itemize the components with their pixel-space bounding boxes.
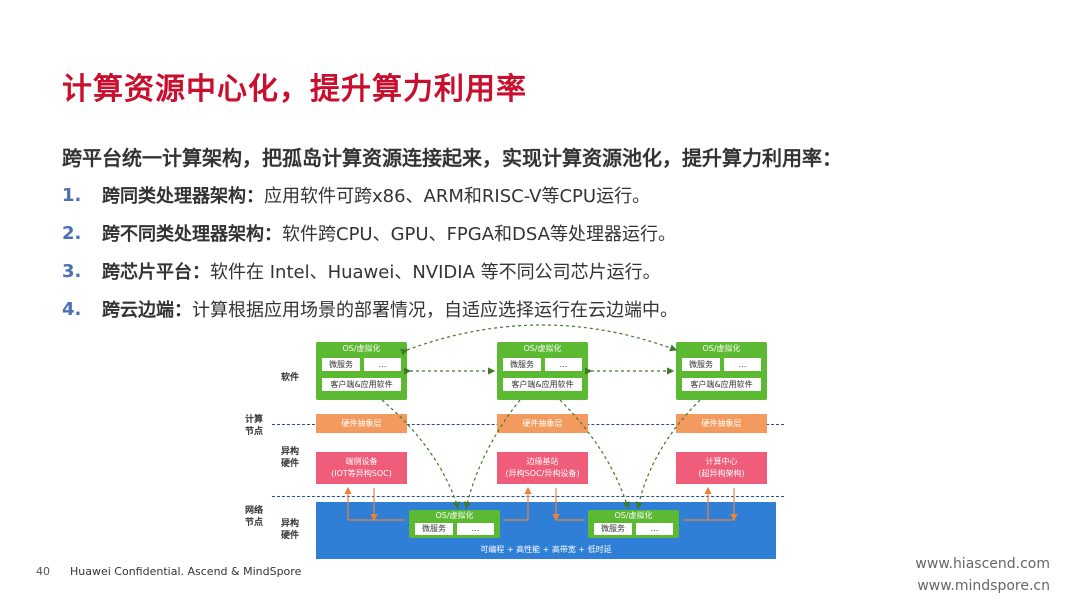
dots-cell: … (724, 358, 761, 371)
label-line: 硬件 (280, 531, 299, 541)
dots-cell: … (457, 523, 494, 535)
client-app-cell: 客户端&应用软件 (322, 378, 401, 391)
hw-node-line: 端侧设备 (345, 457, 378, 466)
client-app-cell: 客户端&应用软件 (682, 378, 761, 391)
microservice-cell: 微服务 (594, 523, 632, 535)
list-item: 3. 跨芯片平台： 软件在 Intel、Huawei、NVIDIA 等不同公司芯… (62, 252, 678, 290)
label-line: 网络 (244, 506, 263, 516)
label-line: 硬件 (280, 459, 299, 469)
hal-box-device: 硬件抽象层 (316, 414, 407, 433)
list-item: 2. 跨不同类处理器架构： 软件跨CPU、GPU、FPGA和DSA等处理器运行。 (62, 214, 678, 252)
list-item: 1. 跨同类处理器架构： 应用软件可跨x86、ARM和RISC-V等CPU运行。 (62, 176, 678, 214)
list-head: 跨同类处理器架构： (102, 186, 264, 207)
label-compute-node: 计算 节点 (240, 414, 268, 438)
footer-url-hiascend[interactable]: www.hiascend.com (915, 556, 1050, 572)
hw-node-line: 边缘基站 (526, 457, 559, 466)
dots-cell: … (636, 523, 673, 535)
label-line: 异构 (280, 447, 299, 457)
list-number: 3. (62, 260, 82, 282)
list-item: 4. 跨云边端： 计算根据应用场景的部署情况，自适应选择运行在云边端中。 (62, 290, 678, 328)
label-software: 软件 (280, 373, 299, 383)
list-body: 应用软件可跨x86、ARM和RISC-V等CPU运行。 (264, 186, 651, 207)
hw-node-line: (IOT等异构SOC) (331, 469, 392, 478)
list-number: 4. (62, 298, 82, 320)
link-edge-net-left (463, 399, 521, 510)
label-hetero-hw: 异构 硬件 (276, 446, 304, 470)
label-line: 异构 (280, 519, 299, 529)
microservice-cell: 微服务 (682, 358, 720, 371)
list-number: 1. (62, 184, 82, 206)
label-network-node: 网络 节点 (240, 505, 268, 529)
label-line: 节点 (244, 518, 263, 528)
hw-node-edge: 边缘基站 (异构SOC/异构设备) (497, 452, 588, 484)
microservice-cell: 微服务 (415, 523, 453, 535)
list-number: 2. (62, 222, 82, 244)
link-device-center (400, 324, 678, 356)
list-head: 跨芯片平台： (102, 262, 210, 283)
hw-node-line: 计算中心 (705, 457, 738, 466)
microservice-cell: 微服务 (503, 358, 541, 371)
hw-node-line: (超异构架构) (698, 469, 745, 478)
network-caption: 可编程 + 高性能 + 高带宽 + 低时延 (480, 545, 612, 554)
list-head: 跨不同类处理器架构： (102, 224, 282, 245)
page-title: 计算资源中心化，提升算力利用率 (62, 72, 527, 107)
lead-text: 跨平台统一计算架构，把孤岛计算资源连接起来，实现计算资源池化，提升算力利用率： (62, 146, 842, 170)
hw-node-device: 端侧设备 (IOT等异构SOC) (316, 452, 407, 484)
label-line: 节点 (244, 427, 263, 437)
os-label: OS/虚拟化 (342, 344, 381, 353)
network-stack-left: OS/虚拟化 微服务 … (409, 510, 500, 538)
hw-node-line: (异构SOC/异构设备) (505, 469, 580, 478)
hal-box-edge: 硬件抽象层 (497, 414, 588, 433)
software-stack-center: OS/虚拟化 微服务 … 客户端&应用软件 (676, 342, 767, 400)
software-stack-device: OS/虚拟化 微服务 … 客户端&应用软件 (316, 342, 407, 400)
list-body: 计算根据应用场景的部署情况，自适应选择运行在云边端中。 (192, 300, 678, 321)
feature-list: 1. 跨同类处理器架构： 应用软件可跨x86、ARM和RISC-V等CPU运行。… (62, 176, 678, 328)
link-center-net (635, 399, 701, 510)
list-head: 跨云边端： (102, 300, 192, 321)
footer-text: Huawei Confidential. Ascend & MindSpore (70, 565, 302, 578)
list-body: 软件在 Intel、Huawei、NVIDIA 等不同公司芯片运行。 (210, 262, 661, 283)
label-line: 计算 (244, 415, 263, 425)
dots-cell: … (545, 358, 582, 371)
link-edge-net-right (559, 399, 630, 510)
os-label: OS/虚拟化 (702, 344, 741, 353)
hw-node-center: 计算中心 (超异构架构) (676, 452, 767, 484)
os-label: OS/虚拟化 (614, 511, 653, 520)
link-device-net (381, 399, 460, 510)
network-stack-right: OS/虚拟化 微服务 … (588, 510, 679, 538)
list-body: 软件跨CPU、GPU、FPGA和DSA等处理器运行。 (282, 224, 676, 245)
footer-url-mindspore[interactable]: www.mindspore.cn (917, 578, 1050, 594)
label-network-hw: 异构 硬件 (276, 518, 304, 542)
page-number: 40 (36, 565, 50, 578)
network-layer: 可编程 + 高性能 + 高带宽 + 低时延 (316, 502, 776, 559)
dots-cell: … (364, 358, 401, 371)
hal-box-center: 硬件抽象层 (676, 414, 767, 433)
microservice-cell: 微服务 (322, 358, 360, 371)
client-app-cell: 客户端&应用软件 (503, 378, 582, 391)
os-label: OS/虚拟化 (435, 511, 474, 520)
